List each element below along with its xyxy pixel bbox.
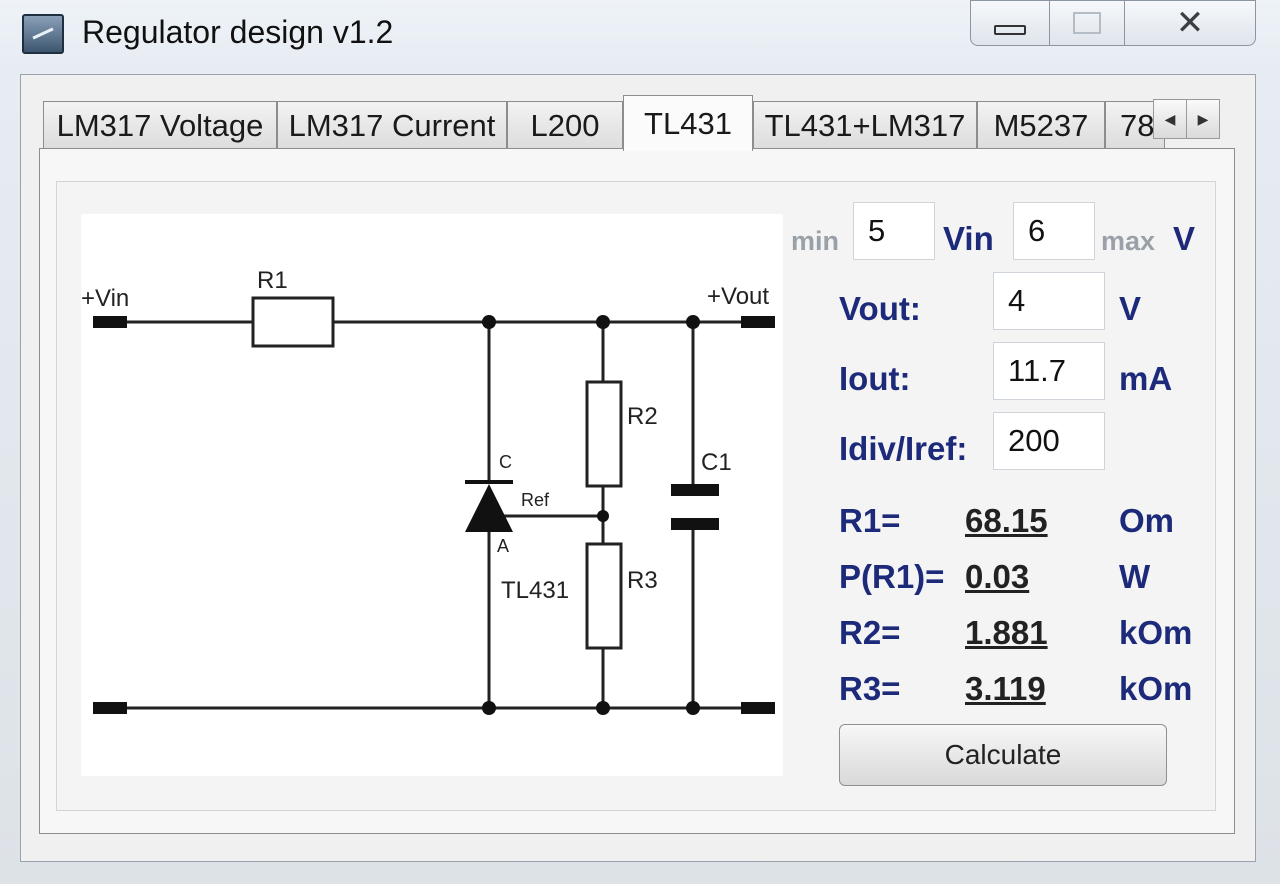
r2-resistor — [585, 380, 623, 488]
gnd-terminal-left — [93, 702, 127, 714]
r1-label: R1 — [257, 267, 288, 294]
circuit-schematic: +Vin +Vout R1 R2 R3 C1 C Ref A TL431 — [81, 214, 783, 776]
vout-input[interactable] — [993, 272, 1105, 330]
r2-label: R2 — [627, 403, 658, 430]
r1-result-label: R1= — [839, 502, 901, 539]
vout-unit: V — [1119, 290, 1142, 327]
r3-result-value: 3.119 — [965, 670, 1046, 707]
tab-panel-tl431: +Vin +Vout R1 R2 R3 C1 C Ref A TL431 min… — [39, 148, 1235, 834]
arrow-right-icon: ▶ — [1197, 110, 1209, 127]
vin-max-input[interactable] — [1013, 202, 1095, 260]
c1-plate-bottom — [671, 518, 719, 530]
tab-lm317-current[interactable]: LM317 Current — [277, 101, 507, 149]
iout-unit: mA — [1119, 360, 1173, 397]
iout-label: Iout: — [839, 360, 911, 397]
idiv-iref-label: Idiv/Iref: — [839, 430, 968, 467]
tab-strip: LM317 Voltage LM317 Current L200 TL431 T… — [43, 95, 1233, 151]
app-icon — [22, 14, 64, 54]
tab-tl431[interactable]: TL431 — [623, 95, 753, 151]
maximize-button[interactable] — [1049, 0, 1125, 46]
tab-scroll-right-button[interactable]: ▶ — [1186, 99, 1220, 139]
r3-result-unit: kOm — [1119, 670, 1193, 707]
tl431-diode-symbol — [465, 484, 513, 532]
close-button[interactable]: ✕ — [1124, 0, 1256, 46]
tab-m5237[interactable]: M5237 — [977, 101, 1105, 149]
minimize-button[interactable] — [970, 0, 1050, 46]
schematic-diagram: +Vin +Vout R1 R2 R3 C1 C Ref A TL431 — [81, 267, 775, 715]
client-area: LM317 Voltage LM317 Current L200 TL431 T… — [20, 74, 1256, 862]
window-title: Regulator design v1.2 — [82, 14, 394, 50]
vout-terminal — [741, 316, 775, 328]
close-icon: ✕ — [1175, 3, 1205, 43]
ref-label: Ref — [521, 490, 550, 510]
iout-input[interactable] — [993, 342, 1105, 400]
vout-label: +Vout — [707, 283, 769, 310]
vin-terminal — [93, 316, 127, 328]
tl431-label: TL431 — [501, 577, 569, 604]
vin-min-input[interactable] — [853, 202, 935, 260]
tab-scroll-left-button[interactable]: ◀ — [1153, 99, 1187, 139]
tab-lm317-voltage[interactable]: LM317 Voltage — [43, 101, 277, 149]
r1-resistor — [251, 296, 335, 348]
gnd-terminal-right — [741, 702, 775, 714]
idiv-iref-input[interactable] — [993, 412, 1105, 470]
r2-result-unit: kOm — [1119, 614, 1193, 651]
title-bar[interactable]: Regulator design v1.2 ✕ — [0, 0, 1280, 72]
vin-min-label: min — [791, 226, 840, 256]
c1-plate-top — [671, 484, 719, 496]
r3-label: R3 — [627, 567, 658, 594]
r2-result-value: 1.881 — [965, 614, 1048, 651]
pr1-result-unit: W — [1119, 558, 1151, 595]
vout-label: Vout: — [839, 290, 921, 327]
r1-result-unit: Om — [1119, 502, 1175, 539]
pr1-result-label: P(R1)= — [839, 558, 945, 595]
vin-label: +Vin — [81, 285, 129, 312]
vin-unit: V — [1173, 220, 1196, 257]
vin-max-label: max — [1101, 226, 1156, 256]
minimize-icon — [994, 25, 1026, 35]
vin-label: Vin — [943, 220, 994, 257]
pr1-result-value: 0.03 — [965, 558, 1030, 595]
r1-result-value: 68.15 — [965, 502, 1048, 539]
r3-result-label: R3= — [839, 670, 901, 707]
maximize-icon — [1073, 12, 1101, 34]
cathode-label: C — [499, 452, 512, 472]
c1-label: C1 — [701, 449, 732, 476]
arrow-left-icon: ◀ — [1164, 110, 1176, 127]
anode-label: A — [497, 536, 509, 556]
r2-result-label: R2= — [839, 614, 901, 651]
tab-l200[interactable]: L200 — [507, 101, 623, 149]
tab-tl431-lm317[interactable]: TL431+LM317 — [753, 101, 977, 149]
design-group: +Vin +Vout R1 R2 R3 C1 C Ref A TL431 min… — [56, 181, 1216, 811]
calculate-button[interactable]: Calculate — [839, 724, 1167, 786]
r3-resistor — [585, 542, 623, 650]
